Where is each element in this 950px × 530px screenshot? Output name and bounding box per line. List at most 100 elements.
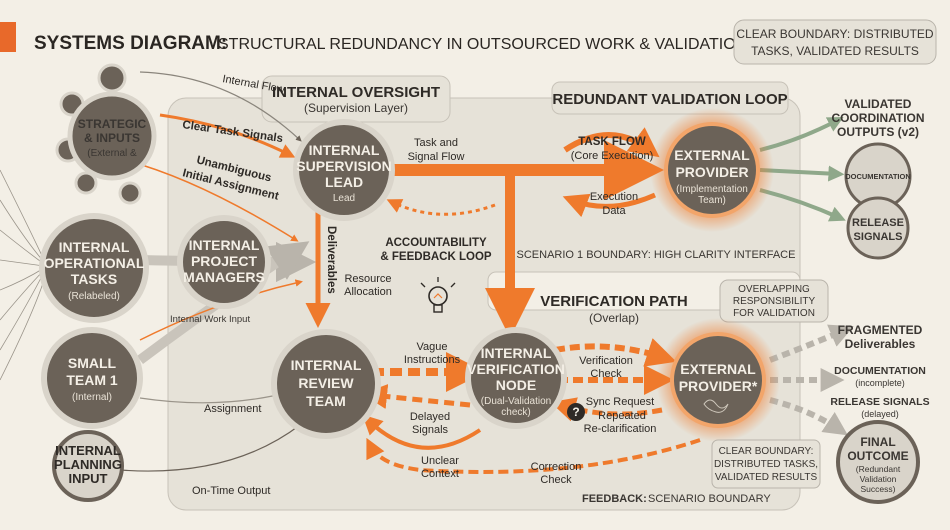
lead-label-3: LEAD (325, 174, 363, 190)
pm-label-1: INTERNAL (189, 237, 260, 253)
verification-subtitle: (Overlap) (589, 311, 639, 325)
correction-label-1: Correction (531, 461, 582, 473)
strategic-inputs-node (67, 91, 157, 181)
unclear-context-arrow (362, 414, 482, 450)
verification-title: VERIFICATION PATH (540, 293, 688, 310)
overlap-note-line1: OVERLAPPING (738, 284, 810, 295)
accent-bar-icon (0, 22, 16, 52)
on-time-output-label: On-Time Output (192, 485, 270, 497)
task-flow-label: TASK FLOW (578, 136, 646, 148)
fragmented-label-1: FRAGMENTED (838, 323, 923, 337)
delayed-signals-arrow (362, 384, 471, 409)
boundary-note-line1: CLEAR BOUNDARY: DISTRIBUTED (736, 27, 933, 41)
overlap-note-box (719, 279, 829, 323)
verification-node-sub-2: check) (501, 407, 530, 418)
provider-sub-2: Team) (698, 195, 726, 206)
internal-operational-tasks-node (39, 213, 149, 323)
review-label-1: INTERNAL (291, 357, 362, 373)
verification-node-label-3: NODE (496, 377, 536, 393)
doc-incomplete-label-2: (incomplete) (855, 378, 905, 388)
release-delayed-label-2: (delayed) (861, 409, 899, 419)
final-outcome-node (836, 420, 920, 504)
supervision-lead-node (293, 119, 395, 221)
review-label-2: REVIEW (298, 375, 354, 391)
external-provider-star-node (670, 332, 766, 428)
redundant-loop-title: REDUNDANT VALIDATION LOOP (552, 91, 787, 108)
redundant-loop-tab (551, 81, 789, 115)
verification-node-label-2: VERIFICATION (467, 361, 565, 377)
documentation-label: DOCUMENTATION (845, 172, 911, 181)
oversight-subtitle: (Supervision Layer) (304, 101, 408, 115)
unclear-label-2: Context (421, 468, 459, 480)
provider-label-1: EXTERNAL (674, 147, 750, 163)
resource-label-2: Allocation (344, 286, 392, 298)
validated-outputs-label-2: COORDINATION (831, 111, 924, 125)
pm-label-3: MANAGERS (183, 269, 265, 285)
small-team-node (41, 327, 143, 429)
lead-sub: Lead (333, 193, 355, 204)
accountability-label-2: & FEEDBACK LOOP (380, 251, 492, 263)
final-outcome-sub-3: Success) (861, 484, 896, 494)
repeated-label-1: Repeated (598, 410, 646, 422)
repeated-label-2: Re-clarification (584, 423, 657, 435)
verification-check-arrow (554, 338, 677, 367)
operational-sub: (Relabeled) (68, 291, 120, 302)
release-signals-label-2: SIGNALS (854, 231, 903, 243)
final-outcome-label-1: FINAL (860, 435, 895, 449)
execution-data-arrow (562, 192, 657, 218)
internal-work-input-label: Internal Work Input (170, 314, 250, 325)
task-signal-label-2: Signal Flow (408, 151, 465, 163)
provider-label-2: PROVIDER (675, 164, 748, 180)
core-execution-label: (Core Execution) (571, 150, 654, 162)
assignment-label: Assignment (204, 403, 261, 415)
planning-input-node (52, 430, 124, 502)
deliverables-label: Deliverables (325, 226, 337, 294)
lead-label-2: SUPERVISION (296, 158, 391, 174)
project-managers-node (177, 215, 271, 309)
oversight-title: INTERNAL OVERSIGHT (272, 84, 440, 101)
unclear-label-1: Unclear (421, 455, 459, 467)
release-signals-node (846, 196, 910, 260)
pm-label-2: PROJECT (191, 253, 258, 269)
svg-text:?: ? (572, 405, 579, 419)
overlap-note-line2: RESPONSIBILITY (733, 296, 816, 307)
delayed-label-2: Signals (412, 424, 449, 436)
vague-label-1: Vague (417, 341, 448, 353)
provider-sub-1: (Implementation (676, 184, 748, 195)
input-dot (97, 63, 127, 93)
clear-boundary-line3: VALIDATED RESULTS (715, 472, 818, 483)
to-final-outcome-arrow (769, 397, 848, 436)
fragmented-label-2: Deliverables (845, 337, 916, 351)
final-outcome-sub-2: Validation (860, 474, 897, 484)
accountability-label-1: ACCOUNTABILITY (385, 237, 487, 249)
diagram-title: STRUCTURAL REDUNDANCY IN OUTSOURCED WORK… (218, 36, 847, 53)
operational-label-1: INTERNAL (59, 239, 130, 255)
final-outcome-label-2: OUTCOME (847, 449, 908, 463)
resource-label-1: Resource (344, 273, 391, 285)
overlap-note-line3: FOR VALIDATION (733, 308, 815, 319)
execution-data-label-1: Execution (590, 191, 638, 203)
release-signals-label-1: RELEASE (852, 217, 904, 229)
lead-label-1: INTERNAL (309, 142, 380, 158)
verification-node (465, 327, 567, 429)
operational-label-2: OPERATIONAL (44, 255, 145, 271)
planning-label-3: INPUT (69, 471, 108, 486)
validated-outputs-label-3: OUTPUTS (v2) (837, 125, 919, 139)
tangle-icon (703, 399, 729, 413)
planning-label-2: PLANNING (54, 457, 122, 472)
verification-check-label-1: Verification (579, 355, 633, 367)
question-icon: ? (567, 403, 585, 421)
correction-label-2: Check (540, 474, 572, 486)
strategic-sub: (External & (87, 148, 137, 159)
lightbulb-icon (420, 277, 456, 313)
strategic-label-2: & INPUTS (84, 131, 140, 145)
clear-boundary-line1: CLEAR BOUNDARY: (719, 446, 814, 457)
to-fragmented-arrow (768, 324, 854, 363)
small-team-label-1: SMALL (68, 355, 117, 371)
scenario-boundary-label: SCENARIO 1 BOUNDARY: HIGH CLARITY INTERF… (517, 249, 796, 261)
validated-outputs-label-1: VALIDATED (845, 97, 912, 111)
doc-incomplete-label-1: DOCUMENTATION (834, 365, 926, 377)
correction-check-arrow (366, 437, 701, 474)
final-outcome-sub-1: (Redundant (856, 464, 901, 474)
